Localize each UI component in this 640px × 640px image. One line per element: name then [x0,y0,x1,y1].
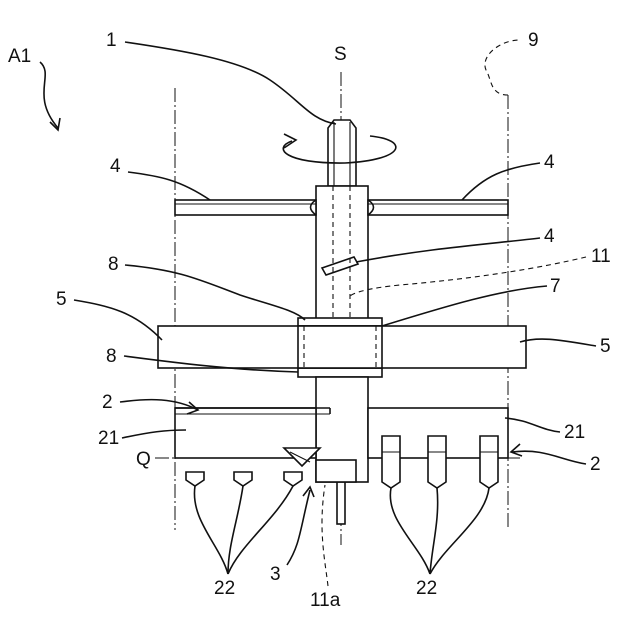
label-5-left: 5 [56,289,67,310]
label-9: 9 [528,30,539,51]
collar-8-top [298,318,382,326]
leader-3 [287,490,310,565]
main-body [316,186,368,319]
leader-2-right [512,451,586,464]
leader-4-left [128,172,210,200]
label-2-right: 2 [590,454,601,475]
shaft-top [328,120,356,186]
leader-5-right [520,339,596,346]
label-4-mid: 4 [544,226,555,247]
leader-22-left-3 [228,486,293,574]
label-7: 7 [550,276,561,297]
label-21-left: 21 [98,428,119,449]
leader-2-right-arrow [511,444,522,456]
label-1: 1 [106,30,117,51]
label-4-left: 4 [110,156,121,177]
leader-22-left-1 [194,486,228,574]
leader-4-mid [356,238,540,262]
tooth-right-1 [382,436,400,488]
leader-5-left [74,300,162,340]
teeth-right-22 [382,436,498,488]
plate-4-left [175,200,316,215]
boundary-9-line [485,40,520,95]
label-5-right: 5 [600,336,611,357]
leader-22-right-1 [390,488,430,574]
leader-21-right [505,418,560,432]
label-21-right: 21 [564,422,585,443]
teeth-left-22 [186,472,302,486]
leader-11a [322,485,328,586]
plate-4-right [368,200,508,215]
label-2-left: 2 [102,392,113,413]
label-11a: 11a [310,590,341,611]
leader-4-right [462,163,540,200]
tooth-left-2 [234,472,252,486]
leader-7 [382,286,547,326]
label-3: 3 [270,564,281,585]
label-8-bottom: 8 [106,346,117,367]
leader-8-top [125,265,305,320]
label-22-right: 22 [416,578,437,599]
tooth-right-3 [480,436,498,488]
leader-22-right-3 [430,488,489,574]
tooth-right-2 [428,436,446,488]
leader-1 [125,42,336,124]
label-s: S [334,44,347,65]
collar-8-bottom [298,368,382,377]
label-8-top: 8 [108,254,119,275]
tooth-left-1 [186,472,204,486]
leader-22-right-2 [430,488,438,574]
tooth-left-3 [284,472,302,486]
leader-a1 [40,62,58,128]
shaft-end-11a [337,482,345,524]
label-4-right: 4 [544,152,555,173]
lower-collar [316,460,356,482]
label-22-left: 22 [214,578,235,599]
hub-7 [298,326,382,368]
label-q: Q [136,449,151,470]
label-a1: A1 [8,46,31,67]
label-11: 11 [591,246,611,267]
